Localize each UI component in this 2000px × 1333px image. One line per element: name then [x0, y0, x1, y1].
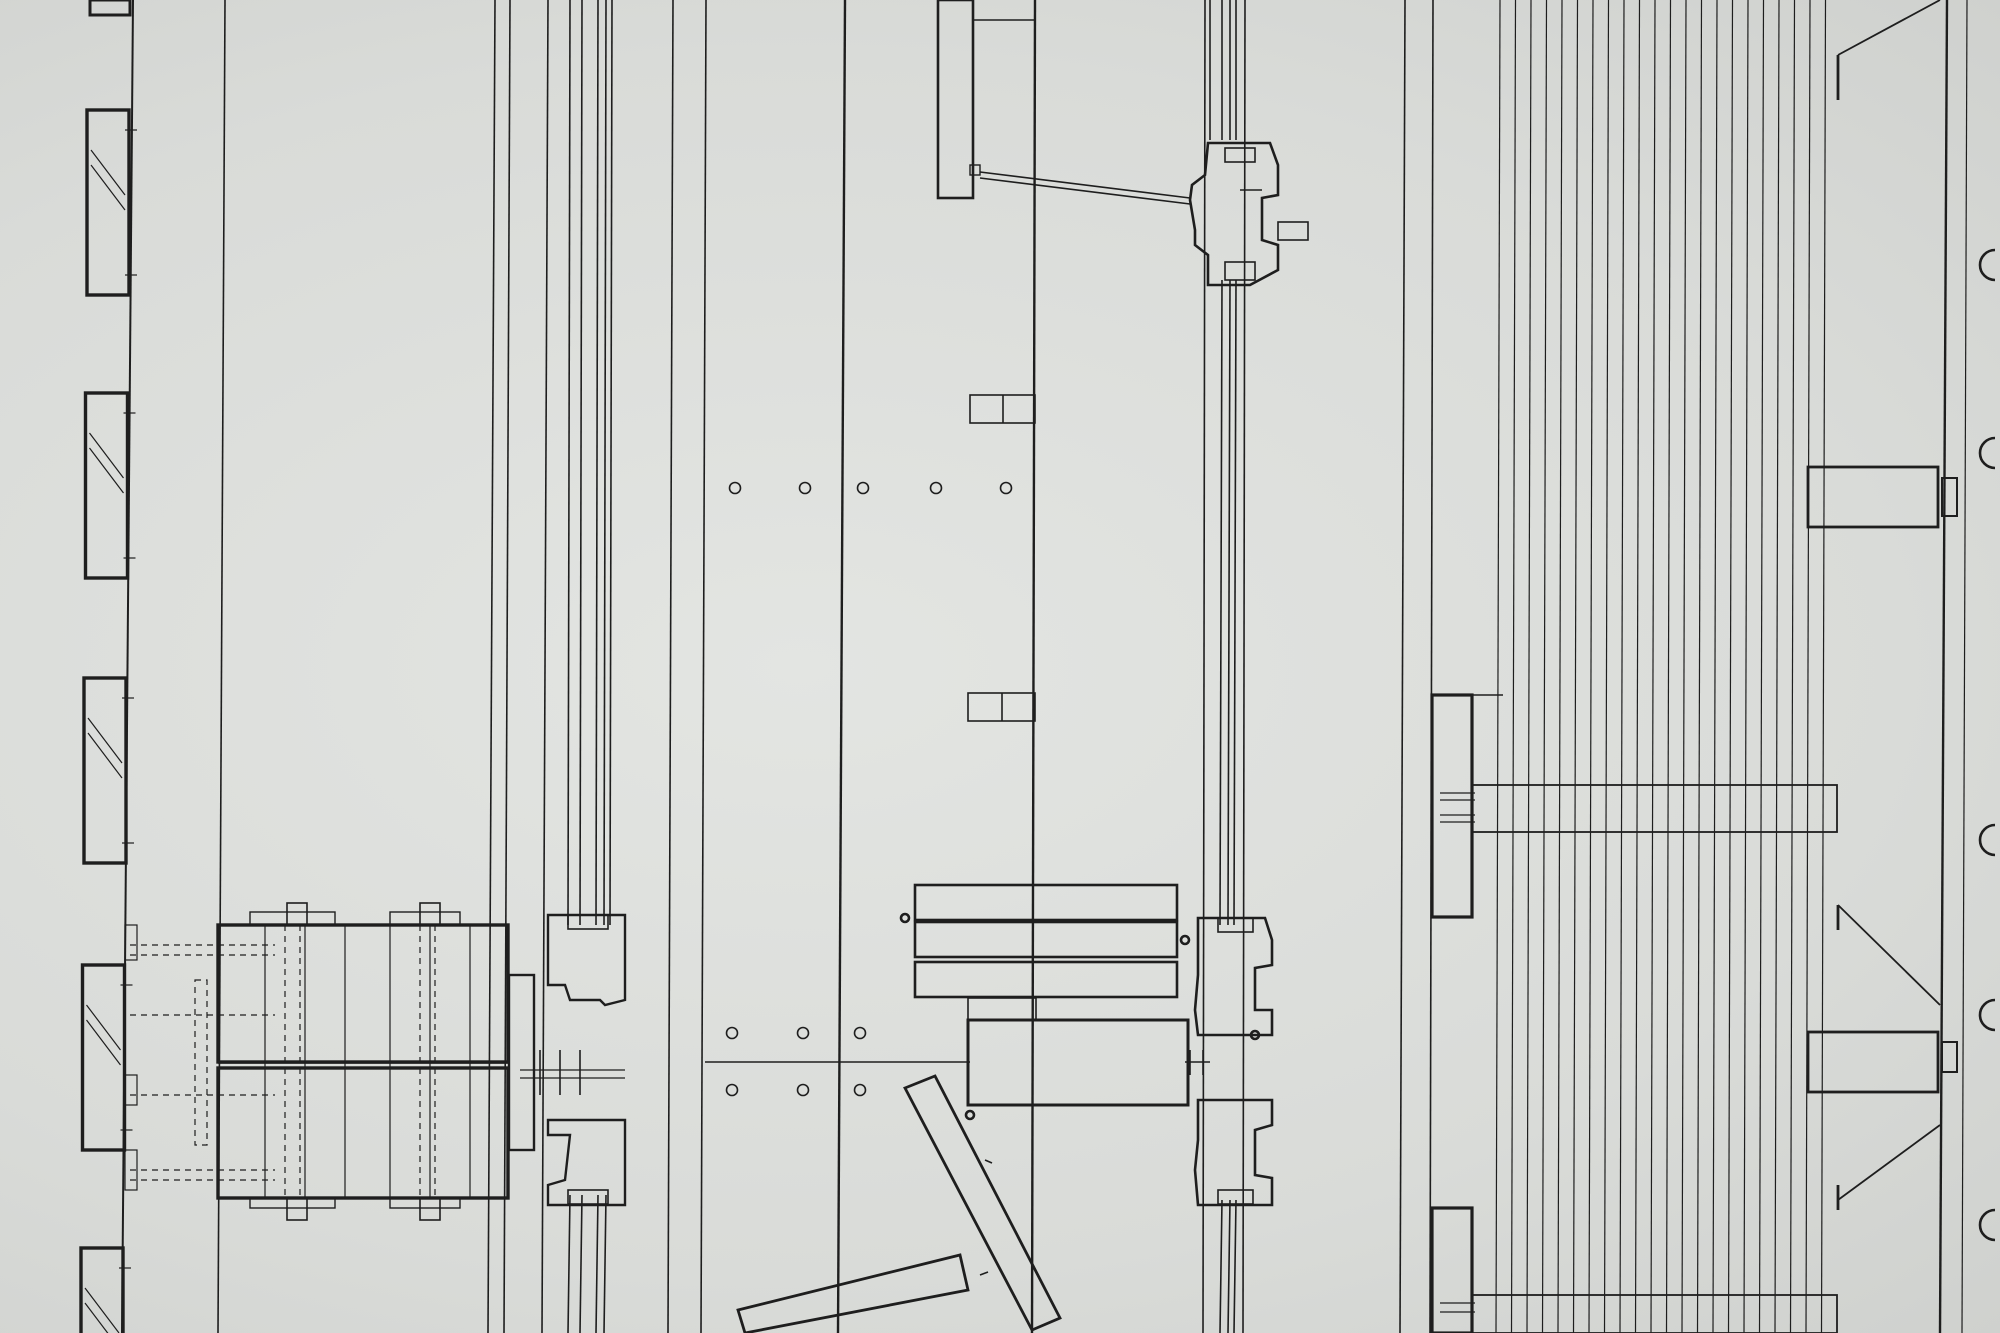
stone-slat-column: [79, 0, 137, 1333]
left-glazing-mullion: [507, 0, 627, 1333]
slab-rib: [1619, 0, 1625, 1333]
dowel-hole: [798, 481, 812, 495]
slab-rib: [1774, 0, 1780, 1333]
slab-rib: [1510, 0, 1517, 1333]
slab-rib: [1650, 0, 1656, 1333]
stone-slat: [85, 108, 137, 297]
slab-rib: [1758, 0, 1765, 1333]
slab-rib: [1696, 0, 1703, 1333]
ribbed-floor-slab: [1430, 0, 1838, 1333]
slab-rib: [1634, 0, 1641, 1333]
stone-slat: [82, 676, 134, 865]
dowel-hole: [796, 1026, 810, 1040]
stone-anchor-block: [124, 902, 510, 1221]
structural-grid-lines: [217, 0, 1968, 1333]
slab-rib: [1820, 0, 1827, 1333]
stone-slat: [80, 963, 133, 1152]
dowel-hole: [853, 1026, 867, 1040]
dowel-hole: [725, 1083, 739, 1097]
slab-rib: [1557, 0, 1563, 1333]
stone-slat: [79, 1246, 131, 1333]
dowel-hole: [999, 481, 1013, 495]
dowel-hole: [725, 1026, 739, 1040]
slab-rib: [1526, 0, 1532, 1333]
dowel-holes: [725, 481, 1013, 1097]
slab-rib: [1727, 0, 1734, 1333]
slab-rib: [1588, 0, 1594, 1333]
dowel-hole: [853, 1083, 867, 1097]
stacked-stone-slabs: [899, 883, 1261, 1121]
slab-rib: [1665, 0, 1672, 1333]
slab-rib: [1805, 0, 1811, 1333]
slab-rib: [1681, 0, 1687, 1333]
slab-rib: [1572, 0, 1579, 1333]
stone-slat: [83, 391, 136, 580]
slab-rib: [1743, 0, 1749, 1333]
steel-brackets: [1806, 0, 1996, 1242]
tilted-stone-panels: [736, 1074, 1062, 1333]
right-glazing-mullion: [1185, 0, 1309, 1333]
dowel-hole: [929, 481, 943, 495]
dowel-hole: [796, 1083, 810, 1097]
center-hanging-panel: [936, 0, 1191, 722]
slab-rib: [1541, 0, 1548, 1333]
dowel-hole: [728, 481, 742, 495]
dowel-hole: [856, 481, 870, 495]
slab-rib: [1495, 0, 1501, 1333]
slab-rib: [1712, 0, 1718, 1333]
slab-rib: [1603, 0, 1610, 1333]
slab-rib: [1789, 0, 1796, 1333]
